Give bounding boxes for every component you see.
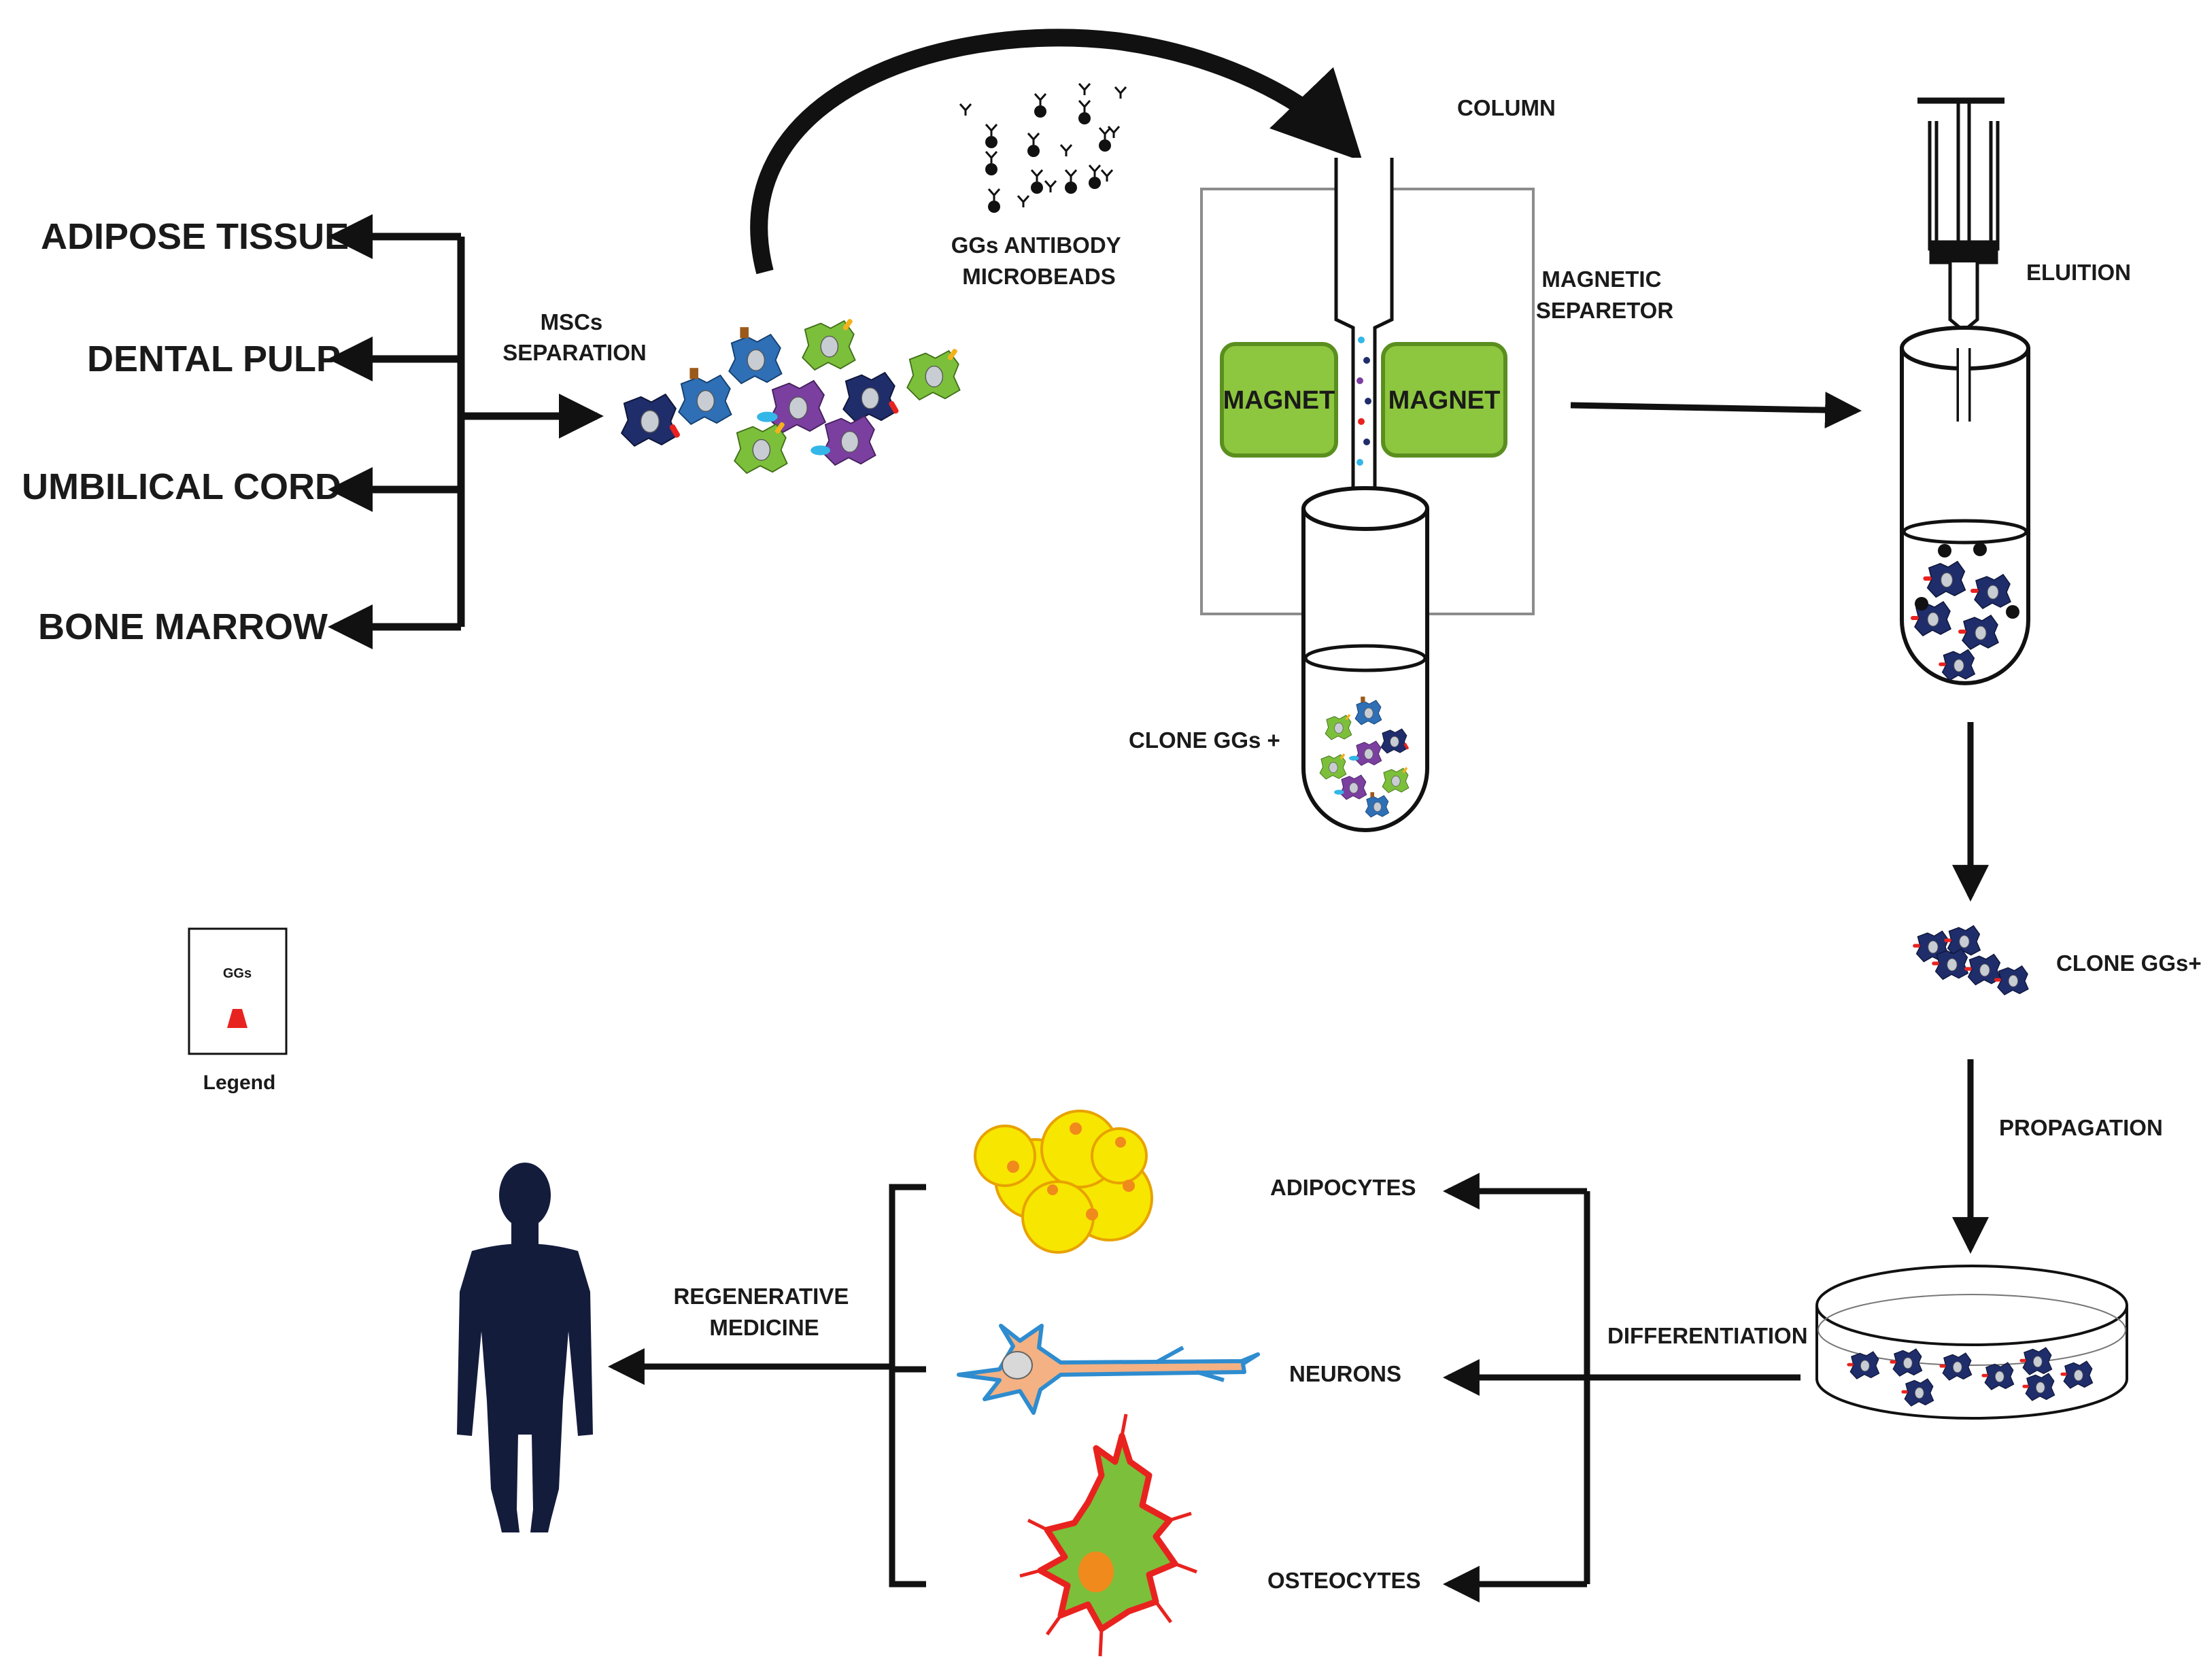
osteocyte-illustration: [1019, 1413, 1197, 1657]
magnet-right: MAGNET: [1381, 342, 1507, 458]
neuron-illustration: [957, 1324, 1260, 1415]
adipocytes-illustration: [974, 1110, 1153, 1254]
msc-separation-label: MSCs SEPARATION: [502, 309, 646, 365]
svg-text:MAGNET: MAGNET: [1223, 386, 1335, 415]
flowthrough-tube: [1301, 486, 1429, 832]
cell-types-bracket: [889, 1184, 926, 1588]
antibody-microbeads-label: GGs ANTIBODY MICROBEADS: [951, 233, 1127, 289]
column-label: COLUMN: [1457, 95, 1556, 120]
source-adipose-tissue: ADIPOSE TISSUE: [41, 216, 349, 257]
antibody-microbeads: [959, 82, 1127, 214]
clone-negative-label: CLONE GGs +: [1129, 727, 1280, 753]
regenerative-medicine-label: REGENERATIVE MEDICINE: [673, 1284, 855, 1340]
legend: GGs Legend: [188, 927, 288, 1094]
mscs-sources: ADIPOSE TISSUE DENTAL PULP UMBILICAL COR…: [22, 216, 349, 647]
column-bound-cells: [1357, 337, 1371, 466]
elution-label: ELUITION: [2026, 260, 2131, 285]
source-bone-marrow: BONE MARROW: [38, 606, 328, 647]
eluted-positive-cells: [1910, 543, 2019, 681]
legend-title: Legend: [203, 1072, 276, 1094]
positive-clone-cells: [1912, 925, 2029, 995]
differentiation-label: DIFFERENTIATION: [1607, 1323, 1808, 1348]
sources-bracket-connector: [328, 214, 604, 649]
source-umbilical-cord: UMBILICAL CORD: [22, 466, 341, 507]
legend-item-label: GGs: [223, 966, 252, 981]
arrow-to-elution: [1570, 392, 1862, 429]
culture-dish: [1815, 1265, 2128, 1420]
cell-type-osteocytes: OSTEOCYTES: [1267, 1568, 1421, 1593]
cell-type-neurons: NEURONS: [1289, 1361, 1401, 1386]
differentiation-connector: [1442, 1173, 1801, 1602]
svg-text:MAGNET: MAGNET: [1388, 386, 1501, 415]
magnet-left: MAGNET: [1220, 342, 1338, 458]
legend-marker-icon: [227, 1009, 248, 1028]
clone-positive-label: CLONE GGs+: [2056, 950, 2201, 976]
magnetic-separator-label: MAGNETIC SEPARETOR: [1536, 267, 1673, 323]
cell-type-adipocytes: ADIPOCYTES: [1270, 1175, 1416, 1200]
mixed-msc-population: [621, 318, 961, 474]
source-dental-pulp: DENTAL PULP: [87, 339, 341, 379]
curved-arrow-to-column: [750, 29, 1363, 275]
propagation-label: PROPAGATION: [1999, 1115, 2163, 1140]
human-silhouette-icon: [457, 1163, 593, 1532]
